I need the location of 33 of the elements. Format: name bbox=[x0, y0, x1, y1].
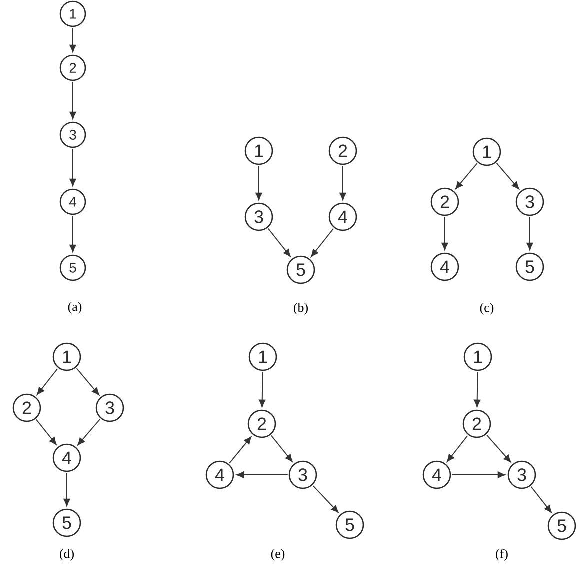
arrow bbox=[268, 228, 291, 258]
arrow bbox=[271, 435, 293, 462]
arrow bbox=[530, 486, 552, 514]
arrow bbox=[447, 435, 468, 462]
arrow bbox=[70, 28, 76, 52]
arrow bbox=[486, 434, 512, 463]
arrow bbox=[76, 368, 100, 396]
arrow bbox=[229, 436, 252, 464]
arrow bbox=[312, 486, 339, 514]
arrow bbox=[36, 419, 57, 446]
arrow bbox=[455, 163, 478, 190]
arrow bbox=[442, 216, 448, 250]
arrow bbox=[259, 372, 266, 408]
arrow bbox=[70, 148, 76, 186]
arrow bbox=[452, 472, 506, 478]
arrow bbox=[474, 372, 481, 408]
subfigure-caption: (a) bbox=[68, 302, 82, 314]
subfigure-caption: (f) bbox=[496, 549, 508, 561]
arrow bbox=[311, 228, 334, 258]
arrow bbox=[496, 162, 520, 190]
subfigure-caption: (e) bbox=[271, 549, 285, 561]
arrow bbox=[64, 472, 70, 506]
subfigure-caption: (b) bbox=[294, 303, 308, 315]
subfigure-caption: (d) bbox=[60, 549, 74, 561]
subfigure-caption: (c) bbox=[480, 303, 494, 315]
arrow bbox=[236, 472, 288, 478]
arrow bbox=[70, 216, 76, 252]
arrow bbox=[340, 166, 346, 200]
arrow bbox=[256, 166, 262, 200]
arrow bbox=[70, 82, 76, 120]
arrow bbox=[526, 216, 534, 250]
arrow bbox=[37, 368, 58, 396]
arrow bbox=[78, 418, 101, 446]
